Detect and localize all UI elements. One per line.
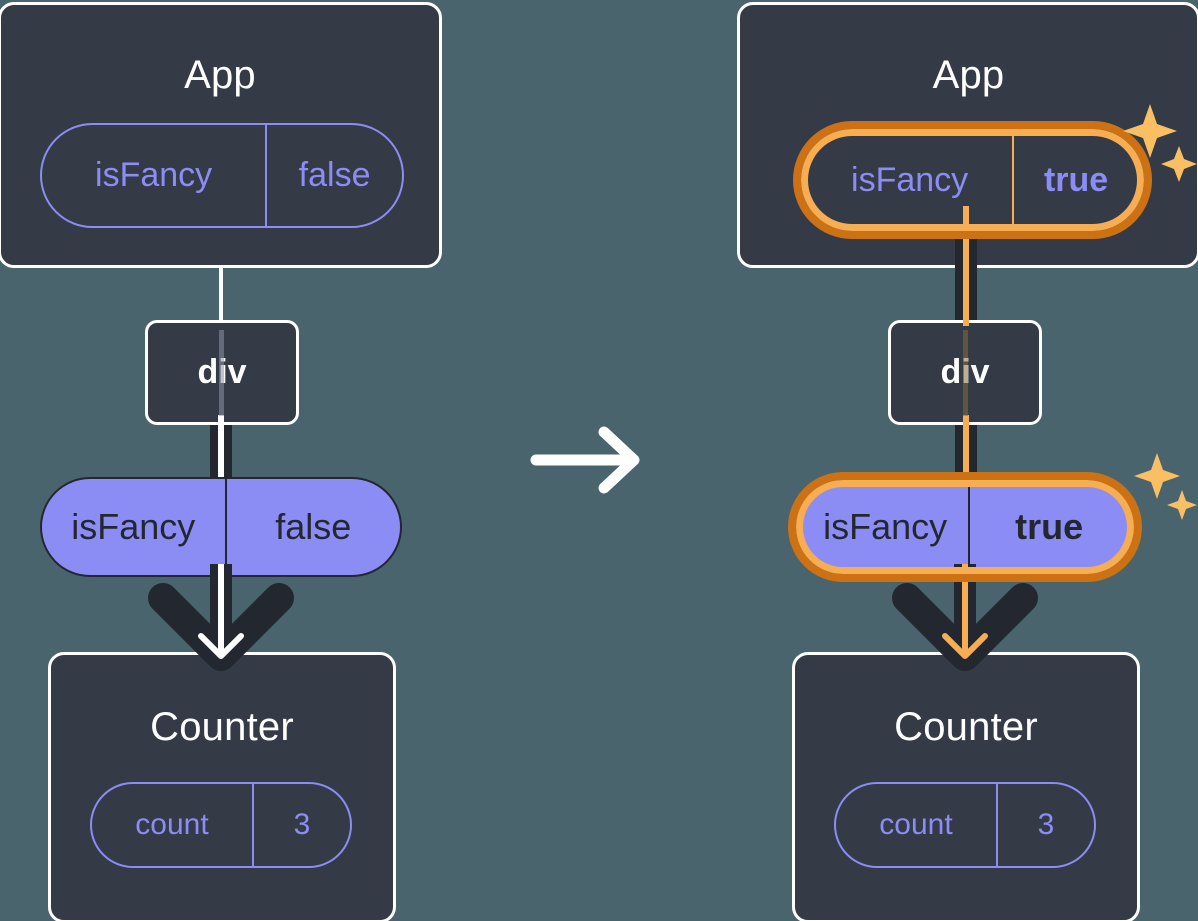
arrow-pill-to-counter-before [148, 564, 294, 671]
app-state-pill-after: isFancy true [805, 133, 1140, 227]
prop-pill-after: isFancy true [800, 484, 1130, 570]
app-state-key-after: isFancy [851, 160, 969, 199]
counter-state-value-after: 3 [995, 784, 1094, 866]
prop-key-after: isFancy [823, 506, 948, 547]
counter-box-before: Counter [48, 652, 396, 921]
app-title-after: App [932, 53, 1005, 97]
counter-state-key-after: count [879, 808, 953, 841]
prop-value-before: false [224, 479, 400, 575]
stem-core-app-to-div-after [963, 206, 969, 326]
prop-key-before: isFancy [71, 506, 196, 547]
counter-state-key-before: count [135, 808, 209, 841]
app-state-value-after: true [1012, 135, 1138, 225]
app-state-value-before: false [265, 125, 402, 226]
counter-state-pill-before: count 3 [90, 782, 352, 868]
prop-pill-before: isFancy false [40, 477, 402, 577]
app-state-key-before: isFancy [95, 156, 213, 194]
connector-app-to-div-before [219, 266, 223, 324]
counter-state-pill-after: count 3 [834, 782, 1096, 868]
stem-core-div-to-pill-after [963, 415, 969, 490]
app-state-pill-before: isFancy false [40, 123, 404, 228]
ghost-line-div-after [963, 330, 968, 416]
transition-arrow-icon [530, 426, 640, 494]
arrow-pill-to-counter-after [892, 564, 1038, 671]
app-stem-mask-after [940, 100, 1000, 130]
ghost-line-div-before [219, 330, 224, 416]
stem-core-div-to-pill-before [218, 415, 224, 490]
app-title-before: App [184, 53, 256, 97]
counter-state-value-before: 3 [251, 784, 350, 866]
counter-title-before: Counter [150, 705, 294, 749]
prop-value-after: true [968, 486, 1128, 568]
sparkles-icon-app [1123, 104, 1197, 182]
counter-title-after: Counter [894, 705, 1038, 749]
sparkles-icon-prop [1134, 453, 1197, 520]
